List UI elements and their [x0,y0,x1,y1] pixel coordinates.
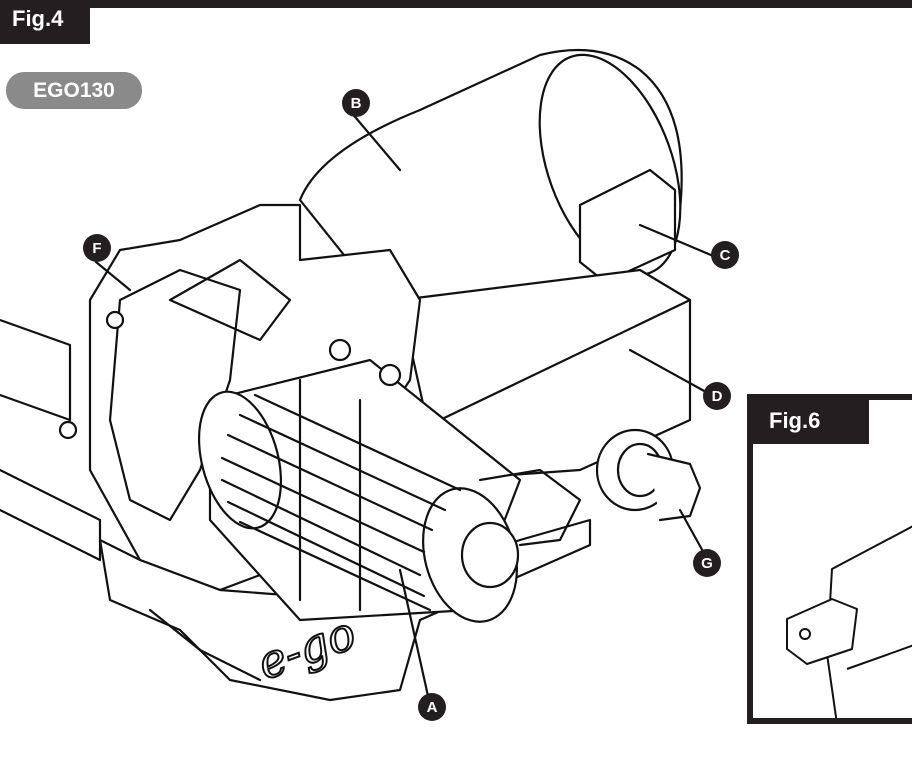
callout-c: C [711,241,739,269]
callout-a: A [418,693,446,721]
inset-drawing [786,525,912,718]
bottom-margin [0,729,912,761]
callout-f: F [83,234,111,262]
figure-label: Fig.4 [0,0,90,44]
inset-frame: Fig.6 [747,394,912,724]
callout-g: G [693,549,721,577]
inset-label: Fig.6 [753,400,869,444]
callout-b: B [342,89,370,117]
model-badge: EGO130 [6,72,142,109]
top-rule [0,0,912,8]
callout-d: D [703,382,731,410]
